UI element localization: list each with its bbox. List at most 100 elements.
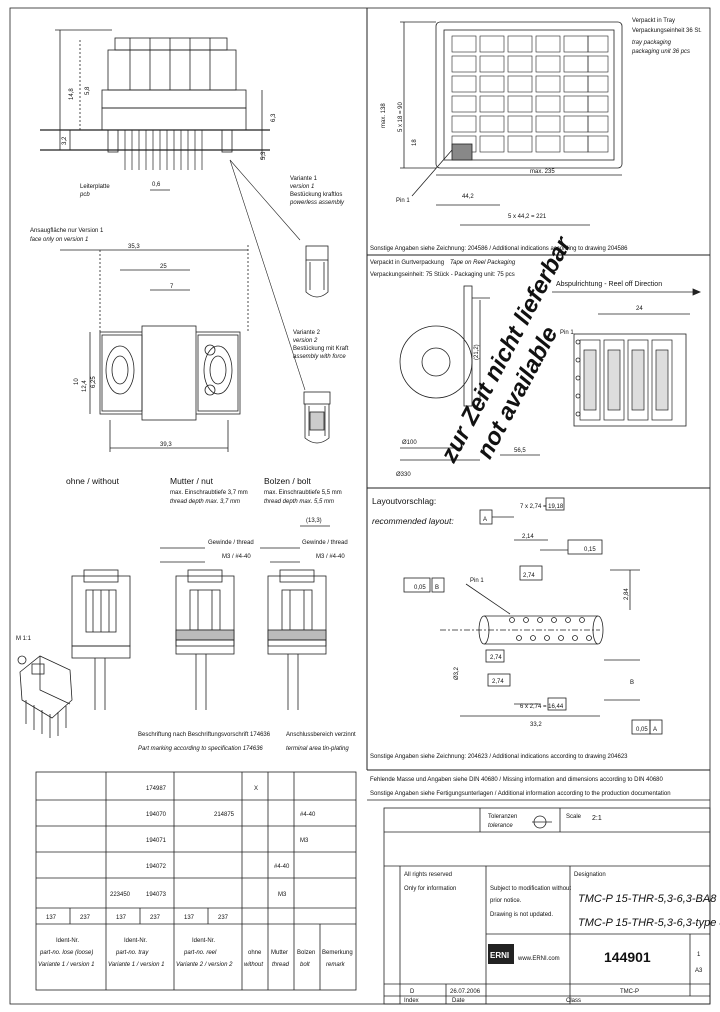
header-h3c: Variante 2 / version 2: [176, 962, 233, 968]
label-ansaugflaeche: Ansaugfläche nur Version 1: [30, 228, 104, 234]
table-cell: 223450: [110, 892, 131, 898]
tb-toleranz: Toleranzen: [488, 814, 517, 820]
dim-0-6: 0,6: [152, 182, 161, 188]
table-cell: M3: [278, 892, 287, 898]
label-m3-2: M3 / #4-40: [316, 554, 345, 560]
layout-dim-2-14b: 2,74: [492, 679, 504, 685]
header-h7: Bemerkung: [322, 950, 353, 956]
label-mutter-en: thread depth max. 3,7 mm: [170, 499, 240, 505]
label-bolzen-de: max. Einschraubtiefe 5,5 mm: [264, 490, 342, 496]
layout-ref-a: A: [483, 517, 487, 523]
label-variante-2: Variante 2: [293, 330, 321, 336]
tray-unit-en: packaging unit 36 pcs: [631, 49, 690, 55]
header-h3b: part-no. reel: [183, 950, 217, 956]
tray-dim-5x18: 5 x 18 = 90: [398, 101, 404, 132]
reel-drawing: [399, 285, 540, 461]
table-cell: 194071: [146, 838, 167, 844]
label-leiterplatte: Leiterplatte: [80, 184, 110, 190]
dim-6-3: 6,3: [271, 113, 277, 122]
label-withforce: assembly with force: [293, 354, 346, 360]
label-version-2: version 2: [293, 338, 318, 344]
tb-desig-label: Designation: [574, 872, 606, 878]
table-code: 137: [46, 915, 57, 921]
layout-dim-6x: 6 x 2,74 = 16,44: [520, 704, 564, 710]
layout-title-de: Layoutvorschlag:: [372, 496, 436, 506]
header-h6: Bolzen: [297, 950, 315, 956]
title-block: [367, 799, 711, 1005]
tb-allgemein: All rights reserved: [404, 872, 452, 878]
dim-35-3: 35,3: [128, 244, 140, 250]
parts-table: [35, 771, 357, 991]
table-code: 137: [184, 915, 195, 921]
dim-6-25: 6,25: [91, 376, 97, 388]
tray-note: Sonstige Angaben siehe Zeichnung: 204586…: [370, 246, 628, 252]
header-h6b: bolt: [300, 962, 310, 968]
header-h2c: Variante 1 / version 1: [108, 962, 164, 968]
layout-tol-05: 0,05: [636, 727, 648, 733]
tray-unit-de: Verpackungseinheit 36 St.: [632, 28, 702, 34]
tb-scale: 2:1: [592, 815, 602, 822]
table-cell: 194073: [146, 892, 167, 898]
table-cell: 174987: [146, 786, 167, 792]
label-m3-1: M3 / #4-40: [222, 554, 251, 560]
tray-dim-44-2: 44,2: [462, 194, 474, 200]
dim-5-8: 5,8: [85, 86, 91, 95]
header-h5b: thread: [272, 962, 290, 968]
layout-holes: [509, 617, 592, 641]
table-code: 237: [150, 915, 161, 921]
layout-dim-32: Ø3,2: [454, 666, 460, 680]
table-cell: M3: [300, 838, 309, 844]
version1-pin-detail: [305, 245, 329, 298]
table-cell: 194072: [146, 864, 167, 870]
tb-class: TMC-P: [620, 989, 639, 995]
connector-side-view: [40, 29, 306, 391]
tb-desig-1: TMC-P 15-THR-5,3-6,3-BA8: [578, 893, 717, 905]
reel-dim-56: 56,5: [514, 448, 526, 454]
tape-detail: [573, 313, 690, 427]
layout-tol-005: 0,05: [414, 585, 426, 591]
tray-dim-5x44: 5 x 44,2 = 221: [508, 214, 547, 220]
tb-date-label: Date: [452, 998, 465, 1004]
tb-fehlende: Fehlende Masse und Angaben siehe DIN 406…: [370, 777, 664, 783]
label-mutter-de: max. Einschraubtiefe 3,7 mm: [170, 490, 248, 496]
tb-class-label: Class: [566, 998, 581, 1004]
header-h5: Mutter: [271, 950, 288, 956]
label-m1: M 1:1: [16, 636, 32, 642]
label-bestueckung-1: Bestückung kraftlos: [290, 192, 342, 198]
tb-tolerance: tolerance: [488, 823, 513, 829]
label-powerless: powerless assembly: [289, 200, 345, 206]
reel-dim-d100: Ø100: [402, 440, 417, 446]
layout-dim-274b: 2,74: [490, 655, 502, 661]
label-version-1: version 1: [290, 184, 314, 190]
layout-dim-274a: 2,74: [523, 573, 535, 579]
tb-conf3: prior notice.: [490, 898, 522, 904]
tb-scale-label: Scale: [566, 814, 582, 820]
tb-www: www.ERNI.com: [517, 956, 560, 962]
label-beschriftung-en: Part marking according to specification …: [138, 746, 263, 752]
tb-index-label: Index: [404, 998, 419, 1004]
dim-7: 7: [170, 284, 174, 290]
dim-14-8: 14,8: [69, 88, 75, 100]
tb-drawing-no: 144901: [604, 949, 651, 965]
label-anschluss-de: Anschlussbereich verzinnt: [286, 732, 356, 738]
dim-25: 25: [160, 264, 167, 270]
dim-12-4: 12,4: [82, 380, 88, 392]
header-h7b: remark: [326, 962, 346, 968]
table-cell: #4-40: [274, 864, 290, 870]
not-available-stamp: zur Zeit nicht lieferbar not available: [435, 231, 578, 467]
layout-drawing: [403, 497, 663, 735]
tray-dim-max138: max. 138: [381, 103, 387, 128]
layout-dim-28: 2,84: [624, 588, 630, 600]
layout-title-en: recommended layout:: [372, 516, 454, 526]
layout-note: Sonstige Angaben siehe Zeichnung: 204623…: [370, 754, 628, 760]
tray-drawing: [400, 21, 623, 226]
cross-sections: [71, 525, 330, 710]
reel-title-de: Verpackt in Gurtverpackung: [370, 260, 444, 266]
erni-logo: ERNI: [488, 944, 514, 964]
header-h2: Ident-Nr.: [124, 938, 147, 944]
layout-pin1: Pin 1: [470, 578, 484, 584]
header-h2b: part-no. tray: [115, 950, 149, 956]
label-gewinde-1: Gewinde / thread: [208, 540, 254, 546]
tb-sheet: 1: [697, 952, 701, 958]
version2-pin-detail: [303, 391, 331, 444]
